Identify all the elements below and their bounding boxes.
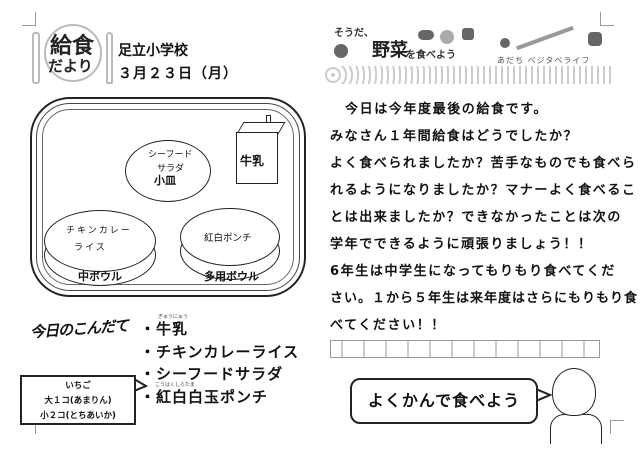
utensil-border-strip: [330, 340, 600, 358]
medium-bowl: [44, 210, 156, 272]
banner-brand: あだち ベジタベライフ: [497, 56, 591, 65]
menu-item: ・紅白白玉ポンチ: [140, 388, 269, 406]
small-plate: [125, 140, 211, 202]
menu-item: ・牛乳: [140, 320, 189, 338]
onion-icon: [440, 30, 454, 44]
menu-item: ・チキンカレーライス: [140, 343, 300, 361]
body-line: みなさん１年間給食はどうでしたか？: [330, 129, 579, 144]
callout-line: 大１コ(あまりん): [44, 396, 112, 406]
menu-item: ・シーフードサラダ: [140, 365, 284, 383]
milk-label: 牛乳: [240, 154, 265, 168]
callout-title: いちご: [65, 381, 91, 391]
multi-bowl-label: 多用ボウル: [204, 270, 259, 283]
milk-carton: [236, 132, 278, 184]
menu-title: 今日のこんだて: [29, 316, 129, 342]
crop-mark: [610, 420, 624, 434]
callout-pointer: [134, 377, 148, 393]
plate-icon: [44, 24, 102, 82]
ruby-text: こうはくしらたま: [155, 382, 195, 388]
school-name: 足立小学校: [118, 43, 188, 59]
body-line: よく食べられましたか？苦手なものでも食べら: [330, 156, 637, 171]
crop-mark: [22, 12, 36, 26]
body-line: さい。１から５年生は来年度はさらにもりもり食: [330, 291, 639, 306]
banner-sub: を食べよう: [406, 50, 456, 61]
tray-inner: [36, 103, 300, 291]
pumpkin-icon: [462, 28, 474, 40]
body-line: とは出来ましたか？できなかったことは次の: [330, 210, 623, 225]
body-line: べてください！！: [330, 318, 446, 333]
body-line: 6年生は中学生になってもりもり食べてくだ: [330, 264, 616, 279]
medium-bowl-label: 中ボウル: [78, 270, 122, 283]
chew-well-bubble: よくかんで食べよう: [350, 378, 538, 424]
tomato-icon: [334, 44, 348, 58]
fork-icon: [32, 32, 40, 84]
banner-lead: そうだ、: [334, 28, 374, 39]
crop-mark: [600, 12, 614, 26]
bubble-pointer: [536, 387, 552, 403]
ruby-text: ぎゅうにゅう: [158, 314, 188, 320]
plate-label: 小皿: [154, 174, 176, 187]
vegetable-border: [325, 66, 615, 84]
callout-line: 小２コ(とちあいか): [40, 411, 116, 421]
pepper-icon: [588, 32, 602, 46]
body-line: 今日は今年度最後の給食です。: [345, 102, 549, 117]
logo-subtitle: だより: [48, 57, 93, 75]
eggplant-icon: [418, 30, 434, 40]
bowl-dish: チキンカレー: [66, 226, 132, 236]
bowl-dish: ライス: [74, 243, 107, 253]
knife-icon: [106, 32, 113, 84]
issue-date: ３月２３日（月）: [118, 66, 238, 82]
logo-title: 給食: [50, 34, 95, 59]
carrot-icon: [516, 25, 574, 51]
tray-inner: [42, 109, 294, 285]
strawberry-callout: いちご 大１コ(あまりん) 小２コ(とちあいか): [20, 375, 136, 425]
multi-bowl: [180, 208, 280, 266]
radish-icon: [500, 38, 510, 48]
banner-main: 野菜: [372, 40, 408, 61]
body-line: 学年でできるように頑張りましょう！！: [330, 237, 593, 252]
teacher-illustration-body: [550, 414, 602, 444]
plate-dish: サラダ: [157, 164, 185, 174]
tray-outer: [30, 97, 306, 297]
plate-dish: シーフード: [148, 150, 193, 160]
body-line: れるようになりましたか？マナーよく食べるこ: [330, 183, 637, 198]
bowl-dish: 紅白ポンチ: [204, 233, 252, 244]
teacher-illustration: [552, 368, 596, 416]
